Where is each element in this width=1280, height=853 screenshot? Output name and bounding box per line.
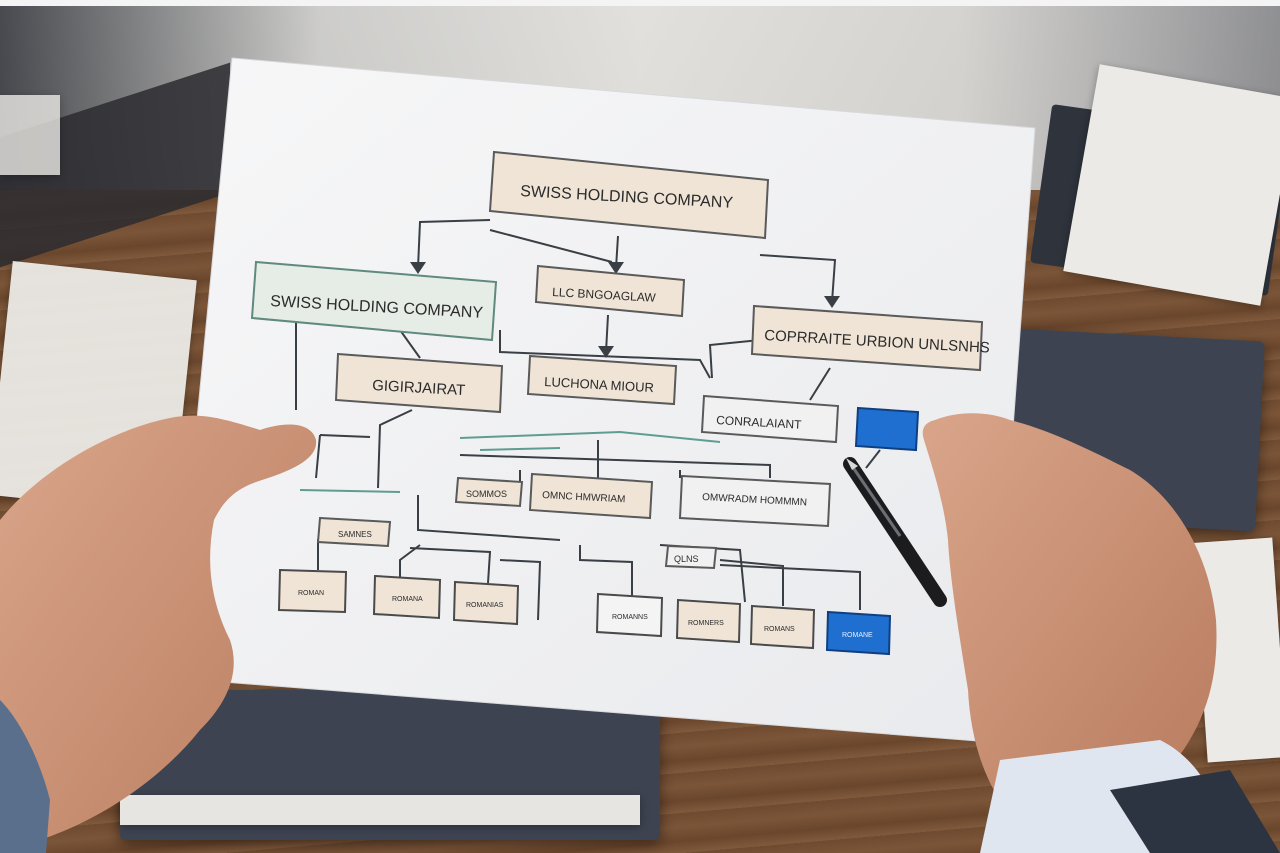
paper-stack-right	[1063, 64, 1280, 306]
paper-stack-left	[0, 261, 197, 514]
binder-right	[1005, 329, 1265, 532]
binder-pages	[120, 795, 640, 825]
blurred-paper-topleft	[0, 95, 60, 175]
paper-right-edge	[1192, 537, 1280, 762]
